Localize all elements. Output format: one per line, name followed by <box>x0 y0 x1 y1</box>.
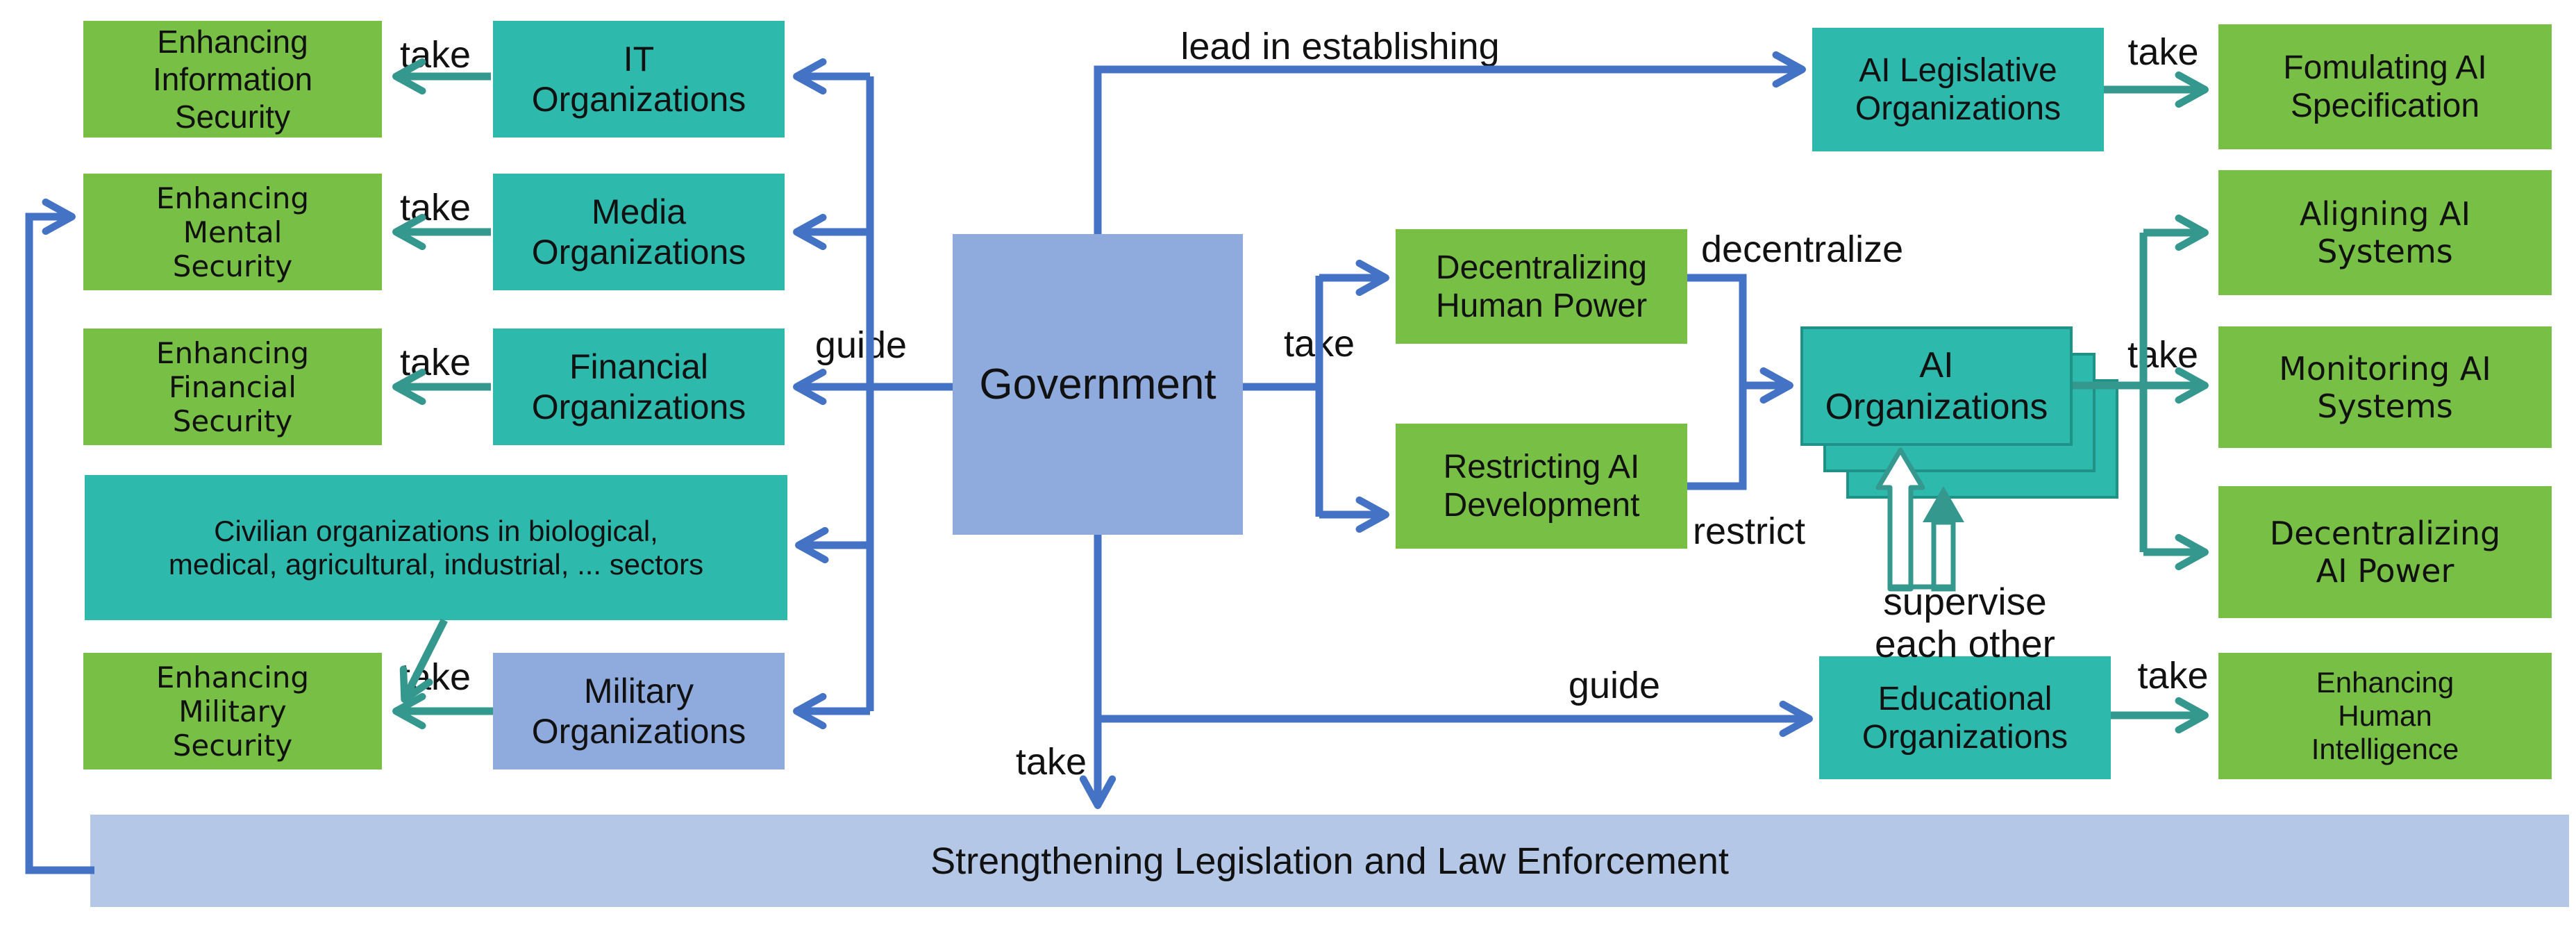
node-educational-organizations: Educational Organizations <box>1819 656 2111 779</box>
edge-label-guide-left: guide <box>814 324 908 366</box>
edge-label-take-government-right: take <box>1283 323 1355 365</box>
edge-label-take-educational: take <box>2137 655 2209 697</box>
edge-label-take-military: take <box>399 656 471 698</box>
node-strengthening-legislation-bar: Strengthening Legislation and Law Enforc… <box>90 815 2569 907</box>
node-enhancing-military-security: Enhancing Military Security <box>83 653 382 769</box>
node-monitoring-ai-systems: Monitoring AI Systems <box>2218 326 2552 448</box>
node-financial-organizations: Financial Organizations <box>493 328 785 445</box>
edge-label-restrict: restrict <box>1693 510 1805 552</box>
edge-label-lead-in-establishing: lead in establishing <box>1180 26 1500 67</box>
node-government: Government <box>953 234 1243 535</box>
edge-label-take-financial: take <box>399 342 471 383</box>
edge-restrict-connector <box>1687 385 1747 490</box>
node-restricting-ai-development: Restricting AI Development <box>1396 424 1687 549</box>
node-aligning-ai-systems: Aligning AI Systems <box>2218 170 2552 295</box>
node-enhancing-mental-security: Enhancing Mental Security <box>83 174 382 290</box>
node-enhancing-financial-security: Enhancing Financial Security <box>83 328 382 445</box>
node-military-organizations: Military Organizations <box>493 653 785 769</box>
edge-label-take-it: take <box>399 34 471 76</box>
node-decentralizing-human-power: Decentralizing Human Power <box>1396 229 1687 344</box>
node-civilian-organizations: Civilian organizations in biological, me… <box>85 475 787 620</box>
edge-label-take-government-bottom: take <box>1015 741 1087 783</box>
supervise-arrow-right-shaft <box>1931 519 1956 592</box>
edge-label-take-ai-orgs: take <box>2127 334 2199 376</box>
node-enhancing-information-security: Enhancing Information Security <box>83 21 382 138</box>
node-media-organizations: Media Organizations <box>493 174 785 290</box>
node-it-organizations: IT Organizations <box>493 21 785 138</box>
node-ai-legislative-organizations: AI Legislative Organizations <box>1812 28 2104 151</box>
edge-label-decentralize: decentralize <box>1701 228 1904 270</box>
node-fomulating-ai-specification: Fomulating AI Specification <box>2218 24 2552 149</box>
node-ai-organizations: AI Organizations <box>1800 326 2073 446</box>
node-enhancing-human-intelligence: Enhancing Human Intelligence <box>2218 653 2552 779</box>
node-decentralizing-ai-power: Decentralizing AI Power <box>2218 486 2552 618</box>
edge-label-take-legislative: take <box>2127 31 2199 73</box>
edge-decentralize-connector <box>1687 274 1747 385</box>
edge-lead-in-establishing <box>1094 51 1806 234</box>
edge-label-supervise-each-other: supervise each other <box>1875 580 2055 665</box>
edge-label-take-media: take <box>399 187 471 228</box>
edge-label-guide-educational: guide <box>1568 665 1661 706</box>
